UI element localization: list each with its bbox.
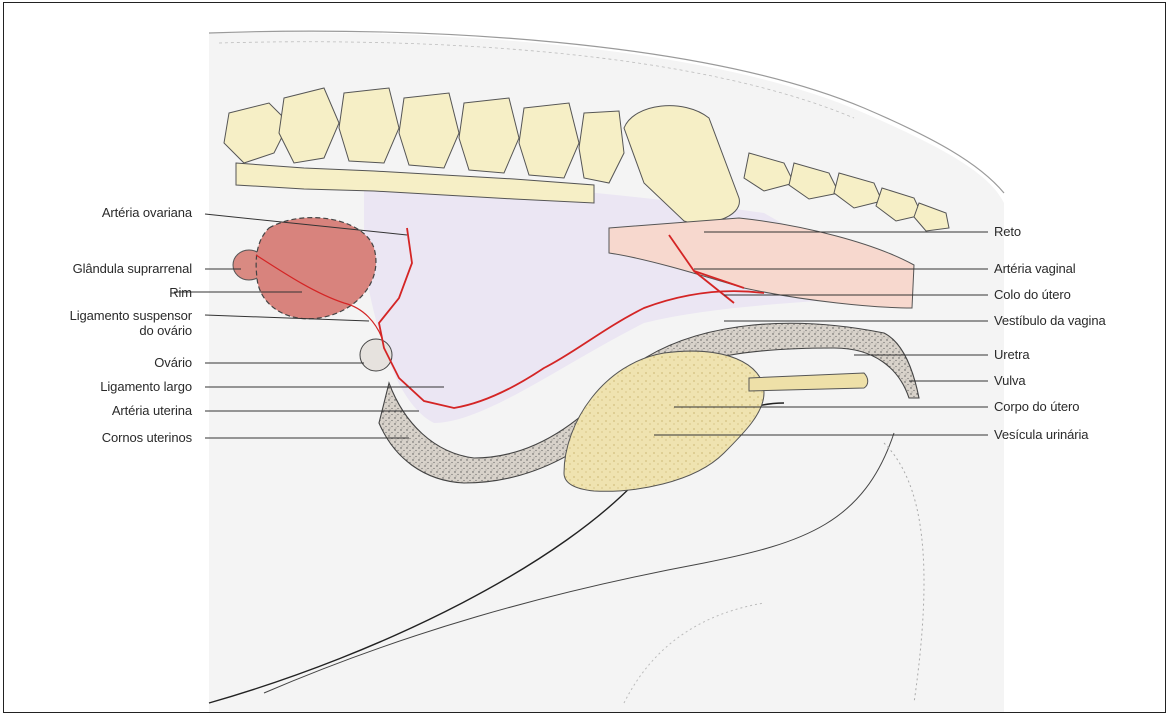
label-arteria-uterina: Artéria uterina bbox=[112, 403, 192, 418]
figure-frame: Artéria ovariana Glândula suprarrenal Ri… bbox=[3, 2, 1166, 713]
label-arteria-vaginal: Artéria vaginal bbox=[994, 261, 1076, 276]
label-vulva: Vulva bbox=[994, 373, 1026, 388]
label-ovario: Ovário bbox=[154, 355, 192, 370]
label-corpo-do-utero: Corpo do útero bbox=[994, 399, 1079, 414]
label-rim: Rim bbox=[169, 285, 192, 300]
label-vestibulo-da-vagina: Vestíbulo da vagina bbox=[994, 313, 1106, 328]
label-vesicula-urinaria: Vesícula urinária bbox=[994, 427, 1088, 442]
label-cornos-uterinos: Cornos uterinos bbox=[102, 430, 192, 445]
label-ligamento-suspensor-line1: Ligamento suspensor bbox=[70, 308, 192, 323]
label-ligamento-suspensor-line2: do ovário bbox=[70, 323, 192, 338]
label-glandula-suprarrenal: Glândula suprarrenal bbox=[73, 261, 192, 276]
label-arteria-ovariana: Artéria ovariana bbox=[102, 205, 192, 220]
label-reto: Reto bbox=[994, 224, 1021, 239]
label-uretra: Uretra bbox=[994, 347, 1030, 362]
label-ligamento-suspensor: Ligamento suspensor do ovário bbox=[70, 308, 192, 338]
label-colo-do-utero: Colo do útero bbox=[994, 287, 1071, 302]
label-ligamento-largo: Ligamento largo bbox=[100, 379, 192, 394]
